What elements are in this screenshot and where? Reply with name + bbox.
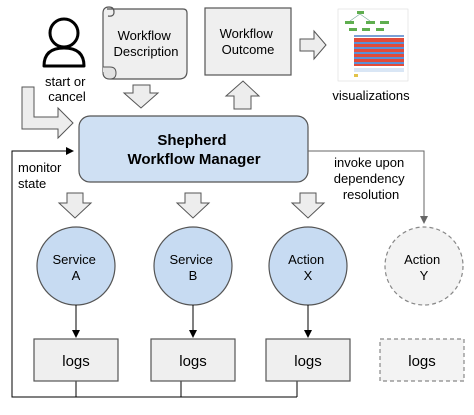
workflow-outcome-box <box>204 7 292 76</box>
workflow-manager-box <box>78 115 309 183</box>
user-icon <box>42 17 86 68</box>
arrow-manager-to-service-b <box>175 192 211 219</box>
arrow-manager-to-action-x <box>290 192 326 219</box>
service-b-label: Service B <box>170 252 217 283</box>
logs-x-label: logs <box>294 353 322 370</box>
service-a-label: Service A <box>53 252 100 283</box>
logs-y-box <box>379 338 465 382</box>
action-y-node <box>384 226 464 306</box>
action-y-label: Action Y <box>404 252 444 283</box>
action-x-label: Action X <box>288 252 328 283</box>
visualizations-label: visualizations <box>332 88 410 103</box>
arrow-to-visualizations <box>299 29 327 61</box>
arrow-actor-to-manager <box>21 86 74 140</box>
invoke-line <box>308 150 428 224</box>
workflow-manager-label: Shepherd Workflow Manager <box>127 132 260 168</box>
logs-b-box <box>150 338 236 382</box>
workflow-description-label: Workflow Description <box>113 28 178 59</box>
arrow-description-to-manager <box>122 84 160 109</box>
workflow-outcome-label: Workflow Outcome <box>220 26 277 57</box>
workflow-description-scroll <box>102 6 188 80</box>
visualizations-thumbnail <box>337 8 409 82</box>
logs-y-label: logs <box>408 353 436 370</box>
logs-x-box <box>265 338 351 382</box>
invoke-label: invoke upon dependency resolution <box>334 155 408 202</box>
start-cancel-label: start or cancel <box>45 74 89 104</box>
logs-a-label: logs <box>62 353 90 370</box>
arrow-manager-to-outcome <box>224 80 261 110</box>
logs-b-label: logs <box>179 353 207 370</box>
monitor-state-label: monitor state <box>18 160 65 191</box>
arrow-manager-to-service-a <box>57 192 93 219</box>
logs-a-box <box>33 338 119 382</box>
